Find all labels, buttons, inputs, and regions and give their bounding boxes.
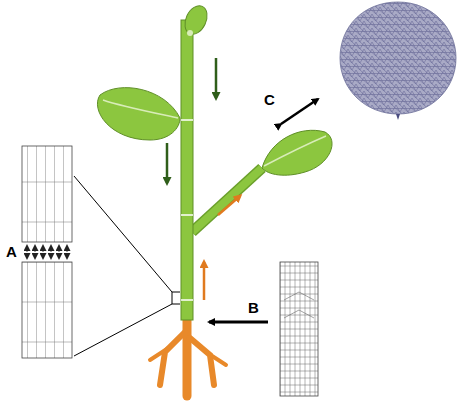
roots — [150, 318, 226, 396]
arrow-b — [209, 321, 268, 324]
branch — [192, 168, 262, 232]
callout-letter: B — [246, 300, 261, 317]
stem-nodes — [181, 120, 193, 300]
xylem-arrow — [203, 262, 206, 300]
phloem-arrow — [215, 58, 218, 98]
leaves — [97, 2, 332, 175]
dashed-arrows — [27, 246, 67, 258]
leaf-petiole — [396, 114, 400, 120]
callout-letter: A — [4, 244, 19, 261]
arrow-c — [281, 99, 318, 124]
root-tip-mesh — [280, 262, 318, 396]
cell-grid-a — [22, 146, 72, 358]
stem — [181, 20, 193, 320]
xylem-arrow — [218, 196, 240, 215]
phloem-arrow — [166, 143, 169, 183]
callout-letter: C — [262, 92, 277, 109]
leaf-mesh — [340, 2, 456, 114]
inset-a-leaders — [74, 176, 180, 356]
